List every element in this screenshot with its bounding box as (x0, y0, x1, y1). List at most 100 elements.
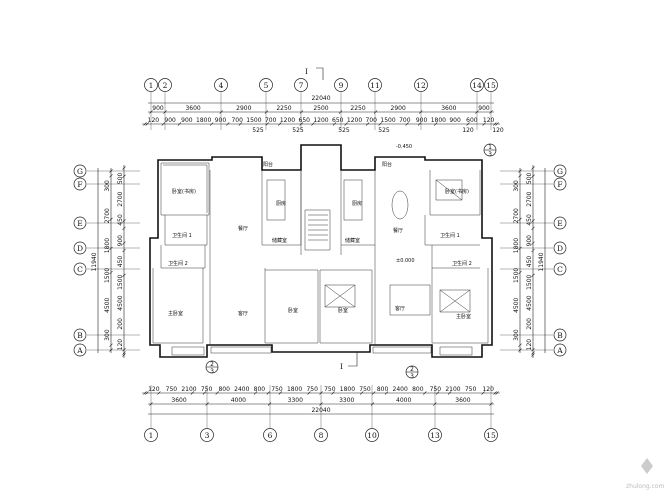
axis-label: 15 (486, 431, 496, 440)
dimension-tick (531, 348, 535, 352)
axis-label: 14 (472, 81, 482, 90)
dimension-text: 900 (449, 117, 461, 124)
dimension-tick (278, 122, 282, 126)
dimension-text: 450 (526, 214, 533, 226)
dimension-text: 120 (148, 386, 160, 393)
dimension-text: 800 (218, 386, 230, 393)
dimension-tick (266, 391, 271, 395)
watermark-logo-icon (641, 458, 653, 474)
dimension-text: 1200 (313, 117, 328, 124)
dimension-text: 525 (292, 127, 304, 134)
axis-label: 2 (163, 81, 168, 90)
dimension-text: 750 (324, 386, 336, 393)
dimension-tick (531, 226, 535, 231)
dimension-text: 300 (104, 180, 111, 192)
dimension-text: 1800 (340, 386, 355, 393)
axis-label: 13 (430, 431, 440, 440)
axis-bubble (484, 428, 498, 442)
axis-label: 8 (319, 431, 324, 440)
dimension-text: 525 (378, 127, 390, 134)
building-walls (149, 144, 493, 358)
dimension-text: 1500 (117, 274, 124, 289)
dimension-tick (122, 348, 126, 352)
dimension-text: 900 (215, 117, 227, 124)
dimension-tick (109, 270, 113, 275)
axis-bubble (144, 78, 158, 92)
dimension-tick (531, 174, 535, 178)
dimension-text: 3300 (288, 397, 303, 404)
dimension-text: 800 (412, 386, 424, 393)
dimension-tick (143, 391, 147, 395)
detail-mark-sheet: 3 (488, 151, 492, 158)
dimension-text: 2900 (391, 105, 406, 112)
dimension-text: 525 (252, 127, 264, 134)
dimension-text: 1800 (431, 117, 446, 124)
dimension-tick (518, 246, 522, 251)
dimension-text: 300 (513, 180, 520, 192)
axis-label: C (77, 265, 83, 274)
dimension-text: 1500 (104, 268, 111, 283)
axis-bubble (73, 241, 87, 255)
dimension-text: 120 (492, 127, 504, 134)
dimension-text: 750 (271, 386, 283, 393)
dimension-text: 2500 (313, 105, 328, 112)
dimension-tick (384, 391, 389, 395)
section-cut-line (348, 352, 358, 367)
dimension-tick (531, 351, 535, 355)
dimension-text: 3300 (339, 397, 354, 404)
dimension-text: 2250 (350, 105, 365, 112)
dimension-tick (518, 270, 522, 275)
dimension-tick (447, 391, 452, 395)
dimension-tick (518, 217, 522, 222)
dimension-text: 750 (430, 386, 442, 393)
dimension-tick (518, 169, 522, 173)
room-label: 客厅 (395, 305, 405, 312)
section-mark-bottom: I (340, 362, 343, 371)
dimension-text: 600 (466, 117, 478, 124)
dimension-tick (405, 122, 409, 126)
dimension-text: 3600 (441, 105, 456, 112)
dimension-tick (531, 219, 535, 223)
dimension-tick (423, 391, 427, 395)
level-mark: -0.450 (396, 144, 412, 150)
dimension-text: 525 (338, 127, 350, 134)
room-labels: 阳台 卧室(书房) 餐厅 厨房 卫生间 1 储藏室 卫生间 2 主卧室 客厅 卧… (168, 144, 472, 320)
dimension-total: 11940 (538, 252, 545, 271)
dimension-tick (360, 391, 364, 395)
axis-label: B (77, 331, 83, 340)
dimension-tick (365, 122, 370, 126)
dimension-tick (143, 122, 147, 126)
axis-bubble (314, 428, 328, 442)
dimension-tick (417, 122, 422, 126)
dimension-tick (495, 391, 499, 395)
dimension-text: 900 (164, 117, 176, 124)
dimension-text: 700 (366, 117, 378, 124)
axis-bubble (294, 78, 308, 92)
dimension-tick (122, 351, 126, 355)
axis-label: A (76, 346, 83, 355)
dimension-tick (319, 391, 323, 395)
dimension-text: 4500 (526, 295, 533, 310)
axis-label: 7 (299, 81, 304, 90)
dimension-text: 2900 (236, 105, 251, 112)
axis-bubble (484, 78, 498, 92)
room-label: 主卧室 (168, 310, 183, 317)
dimension-text: 500 (526, 172, 533, 184)
room-label: 卧室 (338, 307, 348, 314)
dimension-tick (518, 174, 522, 178)
axis-label: D (77, 244, 83, 253)
room-label: 卫生间 1 (440, 232, 460, 239)
axis-label: 11 (370, 81, 380, 90)
dimension-text: 2700 (513, 208, 520, 223)
dimension-text: 750 (465, 386, 477, 393)
dimension-tick (163, 110, 167, 114)
axis-label: E (557, 219, 562, 228)
dimension-text: 4000 (231, 397, 246, 404)
dimension-tick (226, 122, 230, 126)
dimension-text: 120 (462, 127, 474, 134)
dimension-tick (265, 122, 269, 126)
dimension-tick (307, 391, 311, 395)
dimension-text: 3600 (185, 105, 200, 112)
axis-bubble (414, 78, 428, 92)
section-mark-top: I (305, 67, 308, 76)
